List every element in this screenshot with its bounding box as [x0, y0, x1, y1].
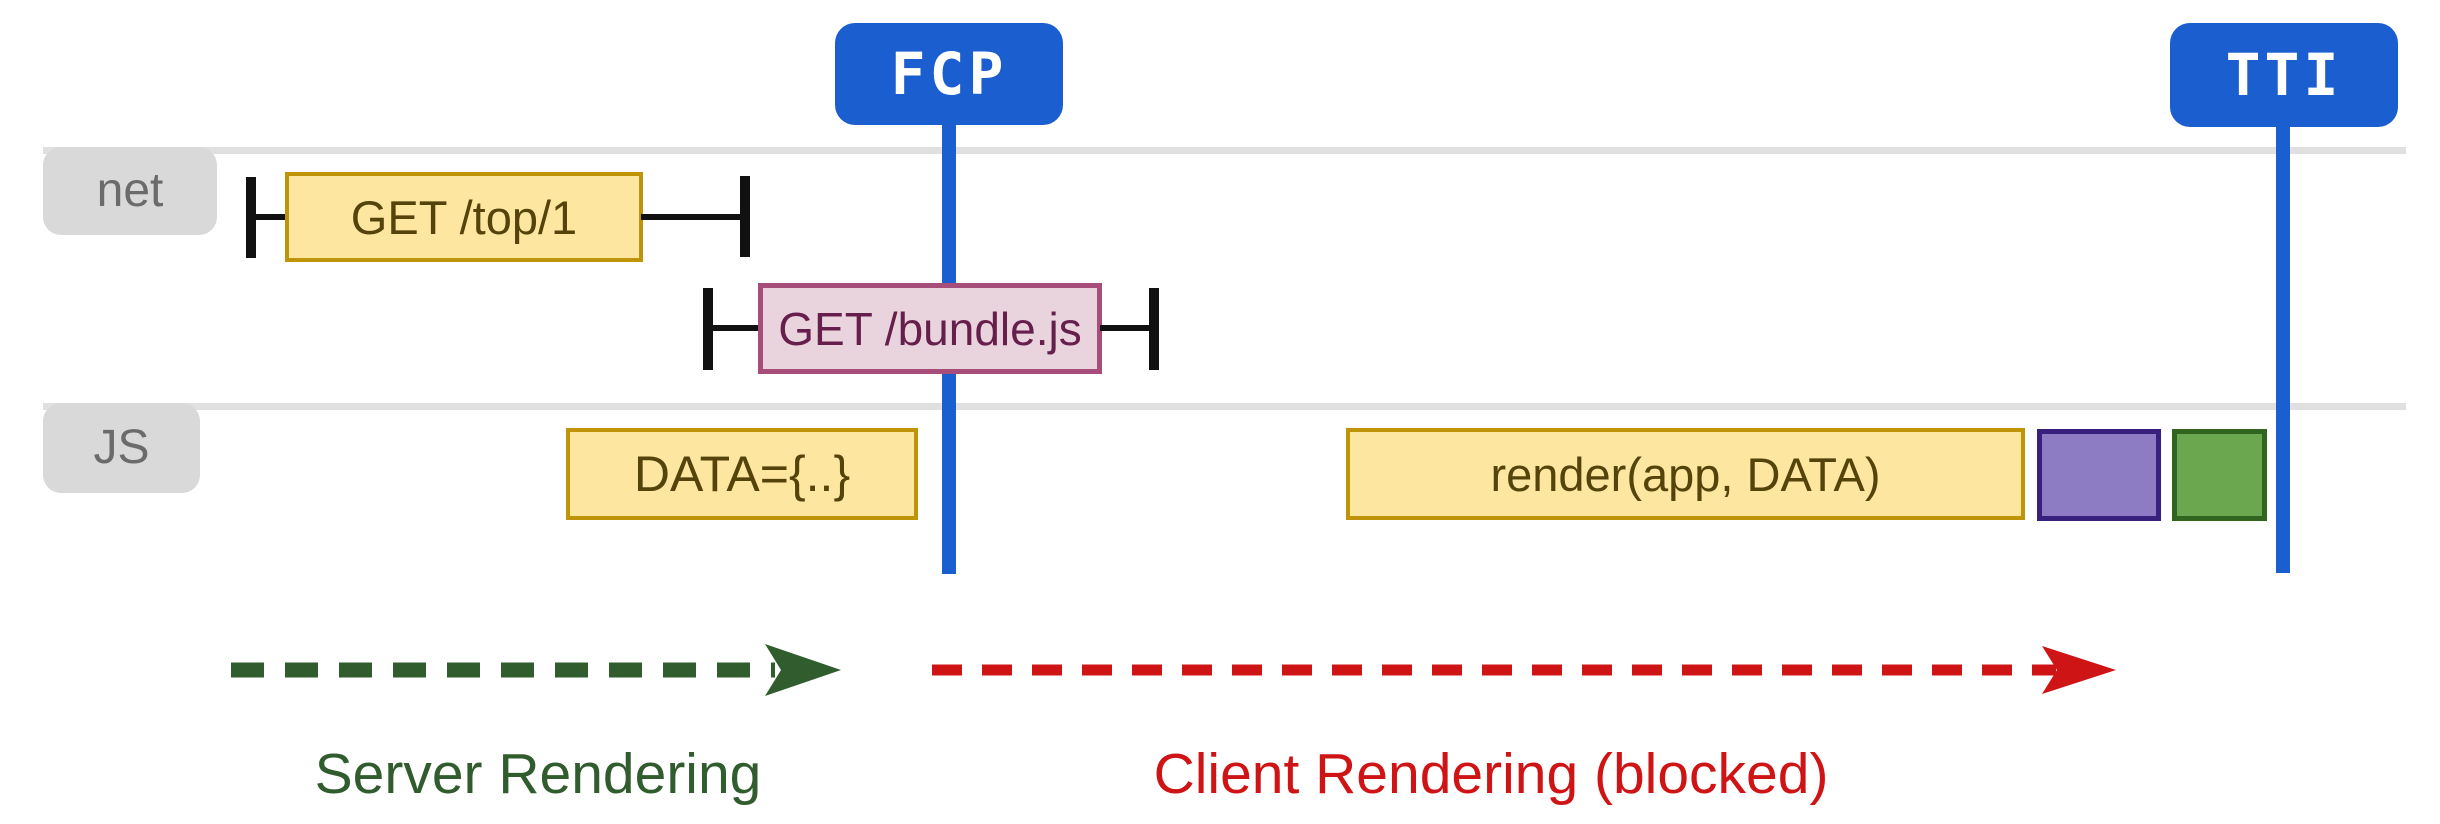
bundle-request-start-tick — [703, 288, 713, 370]
server-rendering-caption: Server Rendering — [315, 740, 762, 808]
bundle-request-end-tick — [1149, 288, 1159, 370]
render-task-bar: render(app, DATA) — [1346, 428, 2025, 520]
tti-badge: TTI — [2170, 23, 2398, 127]
data-task-bar: DATA={..} — [566, 428, 918, 520]
net-track-label: net — [43, 147, 217, 235]
render-task-label: render(app, DATA) — [1490, 447, 1881, 501]
top-request-start-connector — [254, 214, 287, 220]
top-request-bar: GET /top/1 — [285, 172, 643, 262]
tti-badge-label: TTI — [2225, 41, 2343, 109]
bundle-request-bar: GET /bundle.js — [758, 283, 1102, 374]
net-track-line — [43, 147, 2406, 154]
net-track-label-text: net — [96, 164, 164, 217]
data-task-label: DATA={..} — [633, 446, 851, 502]
js-track-label-text: JS — [93, 421, 150, 474]
bundle-request-label: GET /bundle.js — [778, 302, 1082, 355]
fcp-badge: FCP — [835, 23, 1063, 125]
fcp-badge-label: FCP — [890, 40, 1008, 108]
bundle-request-end-connector — [1100, 325, 1151, 331]
client-rendering-caption: Client Rendering (blocked) — [1154, 740, 1829, 808]
top-request-end-tick — [740, 176, 750, 257]
top-request-end-connector — [641, 214, 742, 220]
client-rendering-arrow — [932, 646, 2116, 694]
server-rendering-caption-text: Server Rendering — [314, 742, 762, 806]
top-request-label: GET /top/1 — [350, 190, 578, 244]
js-track-label: JS — [43, 403, 200, 493]
js-track-line — [43, 403, 2406, 410]
top-request-start-tick — [246, 177, 256, 258]
client-rendering-caption-text: Client Rendering (blocked) — [1153, 742, 1829, 806]
tti-line — [2276, 124, 2290, 573]
server-rendering-arrow — [231, 644, 841, 696]
bundle-request-start-connector — [711, 325, 760, 331]
green-task-block — [2172, 429, 2267, 521]
purple-task-block — [2037, 429, 2161, 521]
